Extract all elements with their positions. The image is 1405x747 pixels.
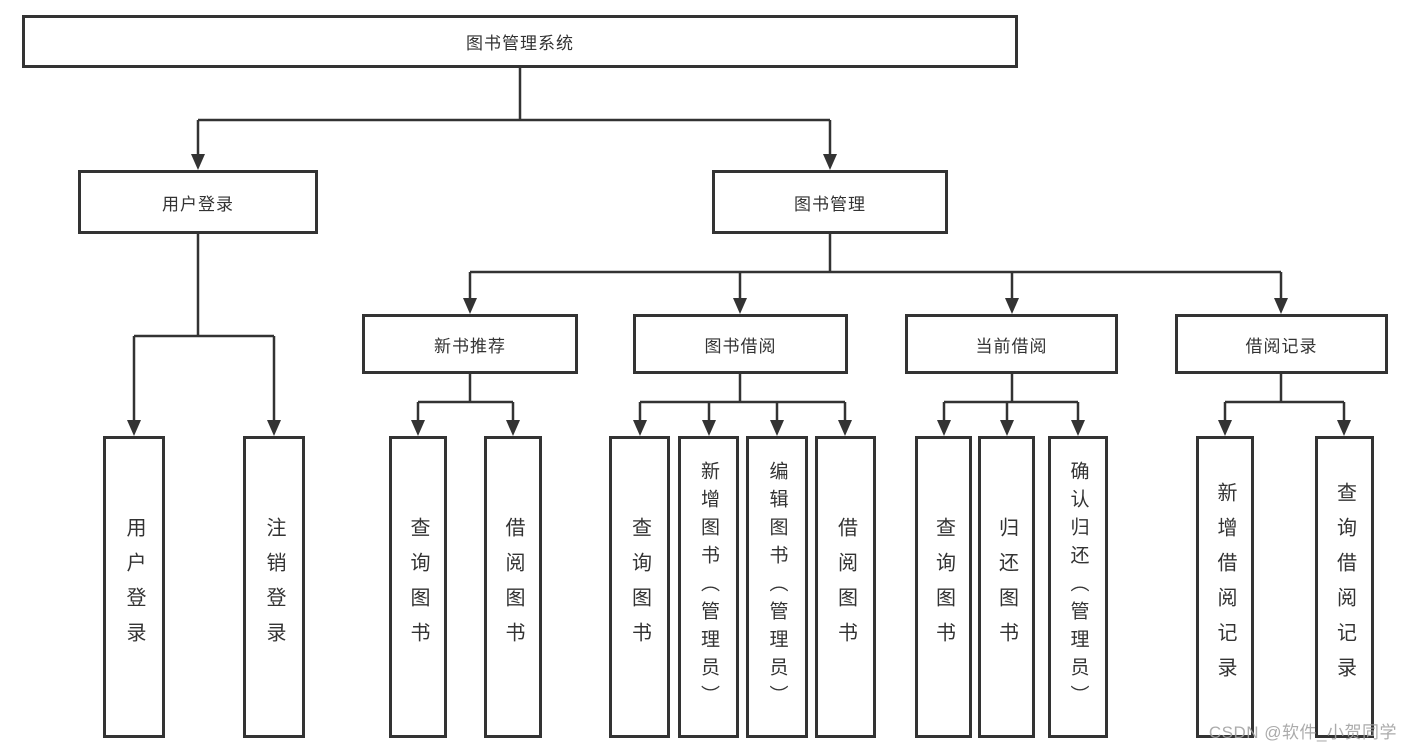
node-borrow-records: 借阅记录 xyxy=(1175,314,1388,374)
node-book-management: 图书管理 xyxy=(712,170,948,234)
leaf-user-login: 用户登录 xyxy=(103,436,165,738)
leaf-query-books-recommend: 查询图书 xyxy=(389,436,447,738)
leaf-logout-login: 注销登录 xyxy=(243,436,305,738)
node-new-book-recommend: 新书推荐 xyxy=(362,314,578,374)
leaf-query-books-current: 查询图书 xyxy=(915,436,972,738)
leaf-edit-books-admin: 编辑图书（管理员） xyxy=(746,436,808,738)
csdn-watermark: CSDN @软件_小贺同学 xyxy=(1208,723,1397,742)
node-book-borrow: 图书借阅 xyxy=(633,314,848,374)
leaf-return-books: 归还图书 xyxy=(978,436,1035,738)
leaf-query-borrow-record: 查询借阅记录 xyxy=(1315,436,1374,738)
node-current-borrow: 当前借阅 xyxy=(905,314,1118,374)
node-user-login: 用户登录 xyxy=(78,170,318,234)
leaf-query-books-borrow: 查询图书 xyxy=(609,436,670,738)
node-library-management-system: 图书管理系统 xyxy=(22,15,1018,68)
leaf-add-books-admin: 新增图书（管理员） xyxy=(678,436,739,738)
leaf-confirm-return-admin: 确认归还（管理员） xyxy=(1048,436,1108,738)
leaf-borrow-books-recommend: 借阅图书 xyxy=(484,436,542,738)
leaf-borrow-books: 借阅图书 xyxy=(815,436,876,738)
leaf-add-borrow-record: 新增借阅记录 xyxy=(1196,436,1254,738)
